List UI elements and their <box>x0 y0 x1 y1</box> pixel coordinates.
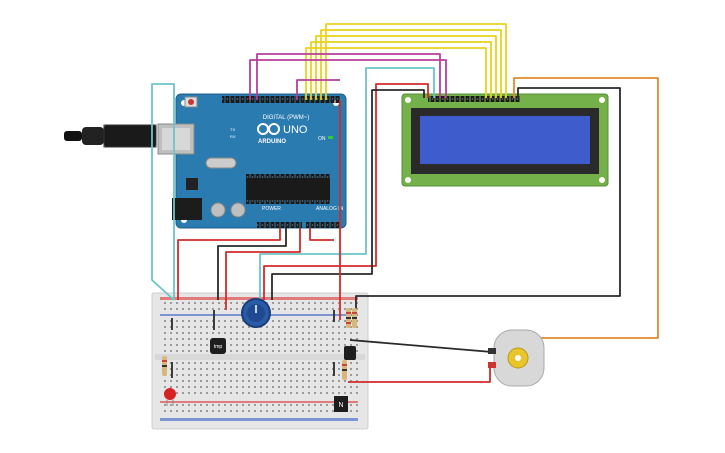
temp-sensor-label: tmp <box>214 344 223 350</box>
tx-label: TX <box>230 127 235 132</box>
arduino-model: UNO <box>283 124 308 136</box>
transistor-label: N <box>338 402 343 409</box>
dc-motor-icon <box>488 329 545 387</box>
on-label: ON <box>318 136 326 142</box>
usb-cable-icon <box>64 124 157 148</box>
resistor-icon <box>352 308 357 328</box>
lcd-screen <box>420 116 590 164</box>
arduino-brand: ARDUINO <box>258 139 286 145</box>
digital-header <box>222 96 340 103</box>
power-jack <box>172 198 202 220</box>
rx-label: RX <box>230 134 236 139</box>
resistor-icon <box>342 360 347 380</box>
power-header <box>257 222 302 228</box>
lcd-pin-header <box>428 96 520 102</box>
red-led-icon <box>164 388 176 406</box>
analog-header-label: ANALOG IN <box>316 206 344 212</box>
arduino-board: DIGITAL (PWM~) UNO ARDUINO TX RX ON POWE… <box>157 93 347 229</box>
potentiometer-icon <box>241 298 271 328</box>
digital-header-label: DIGITAL (PWM~) <box>263 115 310 121</box>
transistor-icon <box>344 346 356 360</box>
infinity-logo-icon <box>257 123 280 135</box>
on-led-icon <box>328 136 333 139</box>
wires <box>151 23 659 383</box>
microcontroller-chip <box>246 178 330 200</box>
analog-header <box>306 222 340 228</box>
mosfet-icon: N <box>334 396 348 412</box>
resistor-icon <box>346 308 351 328</box>
resistor-icon <box>162 356 167 376</box>
lcd-display <box>401 93 609 187</box>
power-header-label: POWER <box>262 206 281 212</box>
temperature-sensor-icon: tmp <box>210 338 226 354</box>
